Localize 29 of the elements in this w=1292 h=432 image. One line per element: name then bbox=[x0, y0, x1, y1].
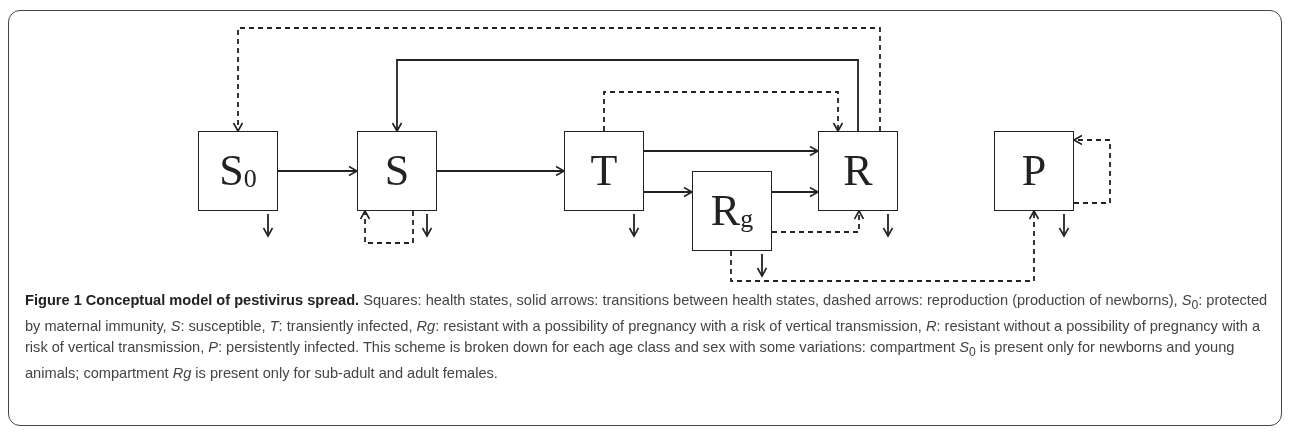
arrow bbox=[391, 59, 859, 132]
outflow-arrow bbox=[421, 213, 433, 237]
dashed-arrow bbox=[359, 210, 414, 244]
outflow-arrow bbox=[628, 213, 640, 237]
state-box bbox=[818, 131, 898, 211]
figure-caption: Figure 1 Conceptual model of pestivirus spread. Squares: health states, solid arrows: transitions between health states, dashed arrows: reproduction (production of newborns), S$_{0}$: protected by maternal immunity, S: susceptible, T: transiently infected, Rg: resistant with a possibility of pregnancy with a risk of vertical transmission, R: resistant without a possibility of pregnancy with a risk of vertical transmission, P: persistently infected. This scheme is broken down for each age class and sex with some variations: compartment S$_{0}$ is present only for newborns and young animals; compartment Rg is present only for sub-adult and adult females. bbox=[25, 291, 1269, 383]
state-box bbox=[357, 131, 437, 211]
arrow bbox=[277, 165, 358, 177]
arrow bbox=[643, 186, 693, 198]
state-box bbox=[564, 131, 644, 211]
state-label: P bbox=[1021, 149, 1047, 193]
state-box bbox=[692, 171, 772, 251]
state-label: T bbox=[590, 149, 618, 193]
dashed-arrow bbox=[1073, 134, 1111, 204]
dashed-arrow bbox=[603, 91, 844, 132]
state-box bbox=[198, 131, 278, 211]
dashed-arrow bbox=[232, 27, 881, 132]
dashed-arrow bbox=[730, 210, 1040, 282]
outflow-arrow bbox=[882, 213, 894, 237]
state-label: S bbox=[384, 149, 410, 193]
dashed-arrow bbox=[771, 210, 865, 233]
arrow bbox=[643, 145, 819, 157]
state-label: R bbox=[843, 149, 873, 193]
outflow-arrow bbox=[262, 213, 274, 237]
outflow-arrow bbox=[1058, 213, 1070, 237]
outflow-arrow bbox=[756, 253, 768, 277]
arrow bbox=[436, 165, 565, 177]
state-box bbox=[994, 131, 1074, 211]
arrow bbox=[771, 186, 819, 198]
